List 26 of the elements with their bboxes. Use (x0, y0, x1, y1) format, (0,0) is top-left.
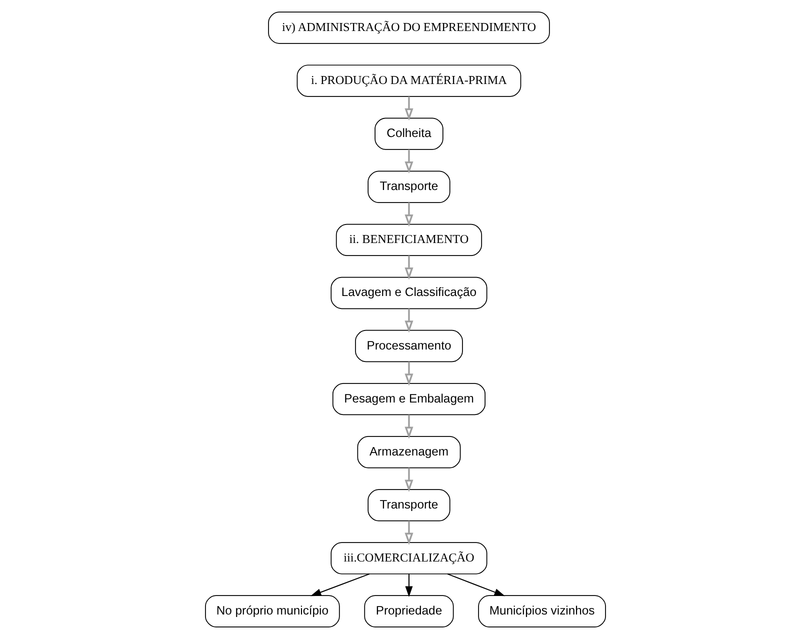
arrow (404, 256, 414, 280)
arrow (404, 468, 414, 492)
node-box: Transporte (368, 170, 450, 203)
node-box: Lavagem e Classificação (330, 276, 488, 310)
node-box: ii. BENEFICIAMENTO (336, 224, 482, 256)
arrow (404, 96, 414, 121)
node-box: No próprio município (205, 595, 340, 628)
node-box: Propriedade (364, 595, 454, 628)
arrow (310, 573, 370, 596)
arrow (404, 202, 414, 227)
arrow (404, 520, 414, 545)
node-box: Processamento (355, 330, 463, 362)
arrow (447, 573, 506, 596)
arrow (404, 308, 414, 333)
node-box: Colheita (374, 118, 444, 150)
node-box: Transporte (368, 489, 450, 522)
node-box: Municípios vizinhos (478, 595, 606, 628)
node-box: Armazenagem (357, 436, 461, 468)
arrow (405, 574, 413, 597)
arrow (404, 150, 414, 174)
arrow (404, 362, 414, 386)
node-box: i. PRODUÇÃO DA MATÉRIA-PRIMA (296, 64, 522, 97)
arrow (404, 414, 414, 439)
node-box: Pesagem e Embalagem (332, 382, 486, 416)
node-box: iii.COMERCIALIZAÇÃO (330, 542, 488, 574)
node-box: iv) ADMINISTRAÇÃO DO EMPREENDIMENTO (268, 12, 550, 44)
